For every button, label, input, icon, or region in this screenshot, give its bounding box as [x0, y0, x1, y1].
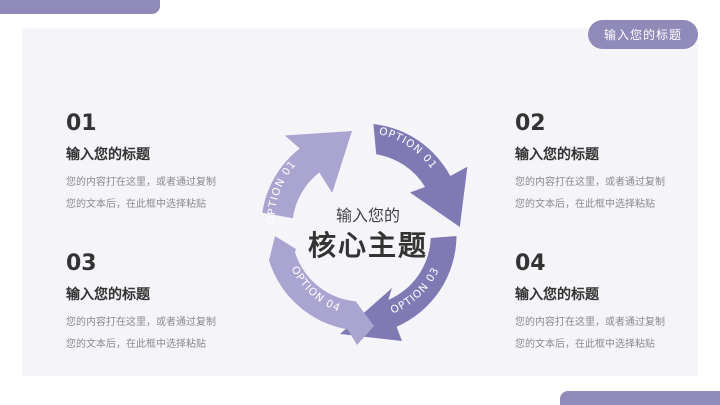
item-number: 03 [66, 251, 97, 276]
item-03: 03 输入您的标题 您的内容打在这里，或者通过复制 您的文本后，在此框中选择粘贴 [66, 252, 246, 356]
cycle-diagram: OPTION 01 OPTION 01 OPTION 03 OPTION 04 [262, 124, 468, 345]
item-title: 输入您的标题 [515, 147, 599, 163]
center-title: 核心主题 [307, 229, 428, 262]
item-number: 04 [515, 251, 546, 276]
item-body-line: 您的内容打在这里，或者通过复制 [515, 177, 665, 188]
item-body-line: 您的内容打在这里，或者通过复制 [66, 317, 216, 328]
item-title: 输入您的标题 [66, 147, 150, 163]
item-number: 01 [66, 111, 97, 136]
item-01: 01 输入您的标题 您的内容打在这里，或者通过复制 您的文本后，在此框中选择粘贴 [66, 112, 246, 216]
item-body: 您的内容打在这里，或者通过复制 您的文本后，在此框中选择粘贴 [66, 312, 246, 356]
item-body-line: 您的内容打在这里，或者通过复制 [515, 317, 665, 328]
item-02: 02 输入您的标题 您的内容打在这里，或者通过复制 您的文本后，在此框中选择粘贴 [515, 112, 695, 216]
bottom-accent-bar [560, 391, 720, 405]
top-accent-bar [0, 0, 160, 14]
item-body: 您的内容打在这里，或者通过复制 您的文本后，在此框中选择粘贴 [66, 172, 246, 216]
arrow-body [269, 236, 374, 345]
item-title: 输入您的标题 [515, 287, 599, 303]
item-04: 04 输入您的标题 您的内容打在这里，或者通过复制 您的文本后，在此框中选择粘贴 [515, 252, 695, 356]
item-body: 您的内容打在这里，或者通过复制 您的文本后，在此框中选择粘贴 [515, 172, 695, 216]
item-body: 您的内容打在这里，或者通过复制 您的文本后，在此框中选择粘贴 [515, 312, 695, 356]
item-body-line: 您的内容打在这里，或者通过复制 [66, 177, 216, 188]
title-badge: 输入您的标题 [588, 20, 698, 49]
item-number: 02 [515, 111, 546, 136]
item-body-line: 您的文本后，在此框中选择粘贴 [515, 199, 655, 210]
item-body-line: 您的文本后，在此框中选择粘贴 [66, 339, 206, 350]
arrow-body [340, 236, 457, 341]
arrow-body [373, 124, 468, 227]
center-subtitle: 输入您的 [335, 206, 400, 225]
item-title: 输入您的标题 [66, 287, 150, 303]
arrow-body [262, 131, 352, 219]
item-body-line: 您的文本后，在此框中选择粘贴 [515, 339, 655, 350]
item-body-line: 您的文本后，在此框中选择粘贴 [66, 199, 206, 210]
